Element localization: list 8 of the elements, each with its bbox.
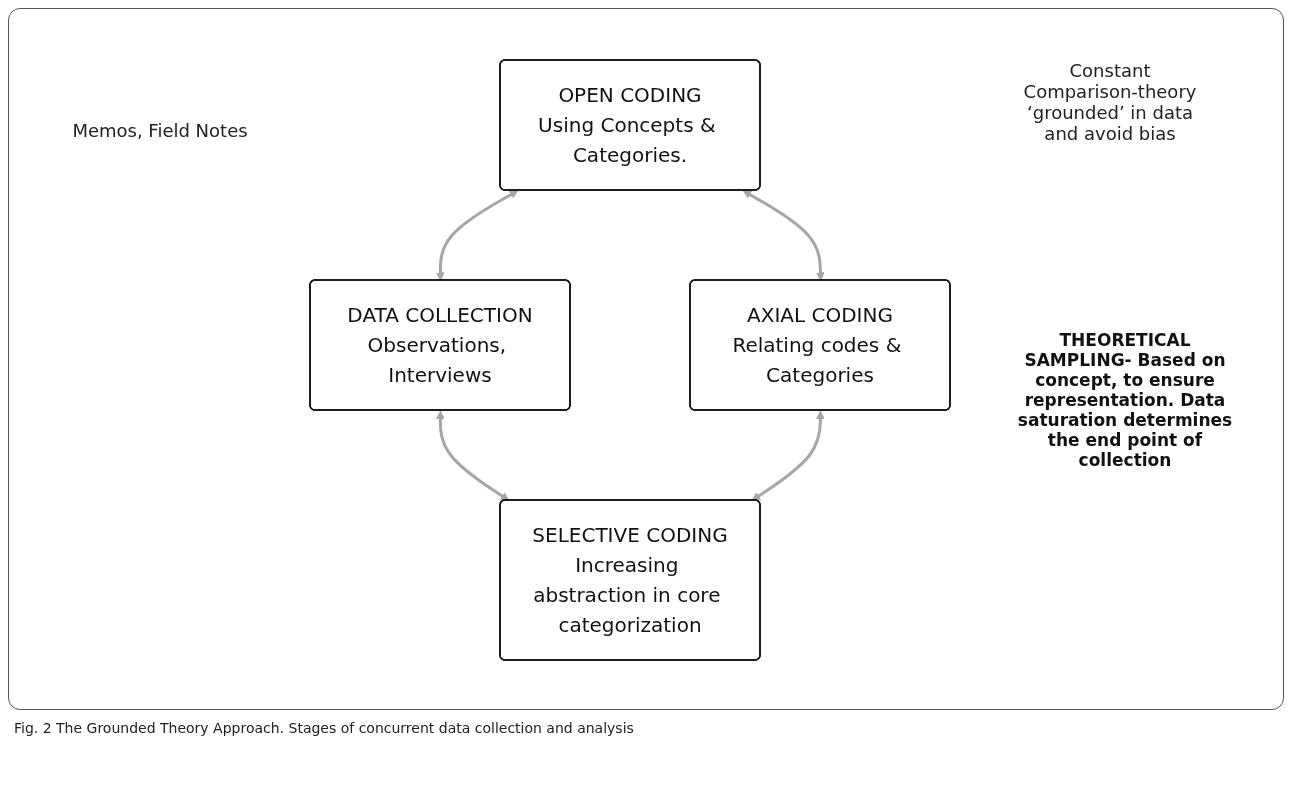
arrow (436, 410, 510, 501)
caption: Fig. 2 The Grounded Theory Approach. Stages of concurrent data collection and analysis (14, 720, 634, 736)
note-text: THEORETICAL SAMPLING- Based on concept, to ensure representation. Data saturation determines the end point of collection (1016, 330, 1234, 470)
arrow (742, 190, 825, 281)
arrow (751, 410, 825, 501)
note-text: Memos, Field Notes (71, 120, 249, 141)
arrow (436, 190, 519, 281)
note-text: Constant Comparison-theory ‘grounded’ in data and avoid bias (1022, 60, 1198, 144)
